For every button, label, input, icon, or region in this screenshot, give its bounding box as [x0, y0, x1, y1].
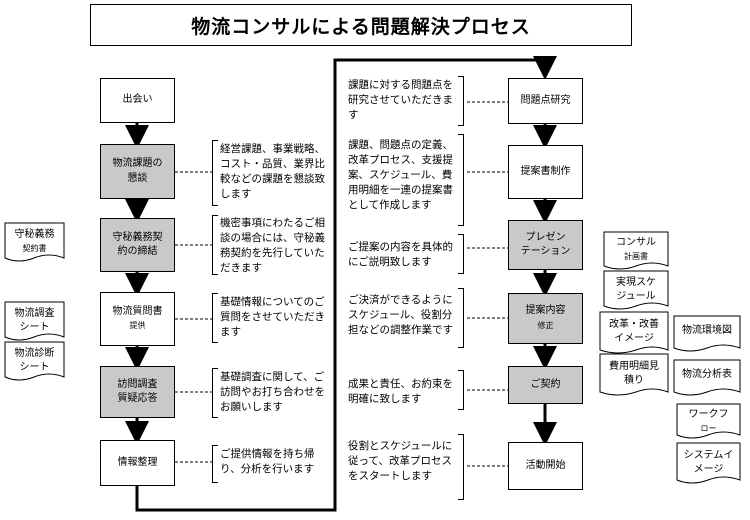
step-sublabel: 懇談 [127, 172, 148, 184]
doc-system-image: システムイメージ [677, 447, 740, 476]
step-organize-info: 情報整理 [100, 440, 175, 486]
doc-nda-contract: 守秘義務契約書 [5, 226, 64, 255]
step-proposal-revision: 提案内容修正 [508, 293, 583, 344]
step-sublabel: 提供 [129, 321, 146, 330]
note-consultation: 経営課題、事業戦略、コスト・品質、業界比較などの課題を懇談致します [220, 143, 325, 200]
note-brace [458, 234, 464, 274]
doc-survey-sheet: 物流調査シート [5, 305, 64, 334]
step-contract: ご契約 [508, 366, 583, 404]
note-contract: 成果と責任、お約束を明確に致します [348, 378, 453, 405]
arrow-transition [135, 56, 557, 512]
doc-line: メージ [693, 463, 724, 475]
note-brace [212, 215, 218, 275]
doc-line: 物流分析表 [682, 369, 732, 380]
doc-line: 計画書 [624, 251, 648, 261]
doc-line: 契約書 [22, 243, 47, 253]
step-nda: 守秘義務契約の締結 [100, 218, 175, 272]
note-presentation: ご提案の内容を具体的にご説明致します [348, 241, 453, 268]
doc-line: ワークフ [688, 409, 729, 420]
note-brace [458, 76, 464, 126]
step-questionnaire: 物流質問書提供 [100, 292, 175, 346]
note-organize-info: ご提供情報を持ち帰り、分析を行います [220, 448, 315, 475]
note-brace [212, 445, 218, 483]
doc-line: シート [19, 361, 50, 373]
doc-workflow: ワークフロー [677, 406, 740, 435]
note-brace [212, 140, 218, 206]
doc-consulting-plan: コンサル計画書 [604, 234, 668, 263]
note-brace [458, 434, 464, 500]
page-title: 物流コンサルによる問題解決プロセス [90, 4, 632, 46]
doc-line: コンサル [616, 237, 656, 248]
step-proposal-creation: 提案書制作 [508, 145, 583, 199]
step-sublabel: 修正 [537, 320, 554, 330]
step-label: プレゼン [525, 231, 566, 243]
note-site-visit: 基礎調査に関して、ご訪問やお打ち合わせをお願いします [220, 371, 325, 413]
note-brace [458, 370, 464, 410]
step-label: 訪問調査 [117, 378, 158, 390]
step-label: 活動開始 [525, 459, 566, 471]
doc-line: 物流診断 [14, 348, 55, 359]
step-site-visit: 訪問調査質疑応答 [100, 366, 175, 418]
note-brace [458, 288, 464, 348]
note-brace [458, 134, 464, 226]
step-sublabel: テーション [520, 246, 571, 257]
doc-line: ジュール [616, 290, 656, 302]
step-label: 出会い [122, 94, 153, 106]
note-proposal-creation: 課題、問題点の定義、改革プロセス、支援提案、スケジュール、費用明細を一連の提案書… [348, 139, 453, 211]
note-brace [212, 293, 218, 343]
step-label: ご契約 [530, 378, 561, 390]
doc-line: 費用明細見 [609, 361, 659, 372]
note-nda: 機密事項にわたるご相談の場合には、守秘義務契約を先行していただきます [220, 217, 325, 274]
doc-reform-image: 改革・改善イメージ [600, 316, 668, 345]
step-label: 守秘義務契 [112, 231, 163, 243]
doc-line: 物流調査 [14, 308, 55, 319]
doc-line: イメージ [614, 332, 654, 344]
doc-logistics-environment: 物流環境図 [674, 322, 740, 338]
step-sublabel: 約の締結 [117, 246, 158, 257]
doc-line: 実現スケ [616, 277, 656, 288]
doc-line: システムイ [683, 450, 734, 461]
step-meeting: 出会い [100, 78, 175, 123]
doc-line: 積り [624, 374, 644, 386]
note-brace [212, 368, 218, 418]
note-questionnaire: 基礎情報についてのご質問をさせていただきます [220, 296, 325, 338]
step-consultation: 物流課題の懇談 [100, 144, 175, 199]
doc-line: 物流環境図 [682, 325, 732, 336]
doc-line: シート [19, 321, 50, 333]
doc-cost-estimate: 費用明細見積り [600, 358, 668, 387]
note-problem-research: 課題に対する問題点を研究させていただきます [348, 79, 453, 121]
doc-line: 守秘義務 [14, 229, 55, 240]
step-label: 提案内容 [525, 305, 566, 316]
doc-line: 改革・改善 [609, 319, 659, 330]
step-presentation: プレゼンテーション [508, 220, 583, 270]
doc-schedule: 実現スケジュール [604, 274, 668, 303]
step-sublabel: 質疑応答 [117, 393, 158, 404]
doc-line: ロー [700, 423, 717, 433]
step-label: 問題点研究 [520, 94, 571, 106]
doc-logistics-analysis: 物流分析表 [674, 366, 740, 382]
step-start-activity: 活動開始 [508, 442, 583, 490]
step-label: 物流質問書 [112, 305, 163, 317]
step-label: 提案書制作 [520, 165, 571, 177]
doc-diagnosis-sheet: 物流診断シート [5, 345, 64, 374]
note-proposal-revision: ご決済ができるようにスケジュール、役割分担などの調整作業です [348, 294, 453, 336]
step-label: 情報整理 [117, 456, 158, 468]
note-start-activity: 役割とスケジュールに従って、改革プロセスをスタートします [348, 440, 453, 482]
step-problem-research: 問題点研究 [508, 78, 583, 124]
step-label: 物流課題の [112, 158, 163, 169]
